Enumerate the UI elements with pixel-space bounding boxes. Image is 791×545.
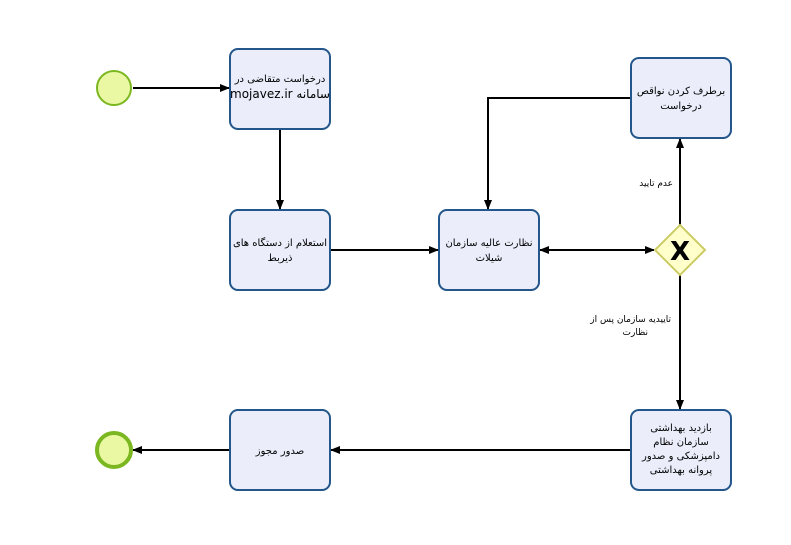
task-inquiry-related-agencies[interactable]: استعلام از دستگاه های ذیربط [229, 209, 331, 291]
task-request-line2: mojavez.ir سامانه [230, 87, 330, 101]
task-fix-request-defects[interactable]: برطرف کردن نواقص درخواست [630, 57, 732, 139]
task-health-visit-line4: پروانه بهداشتی [650, 465, 713, 476]
edge-label-reject-text: عدم تایید [639, 179, 673, 189]
end-event[interactable] [95, 431, 133, 469]
gateway-x-icon: X [670, 237, 690, 267]
edge-label-approve: تاییدیه سازمان پس از نظارت [589, 315, 671, 338]
task-inquiry-line1: استعلام از دستگاه های [233, 237, 327, 249]
task-issue-permit[interactable]: صدور مجوز [229, 409, 331, 491]
task-fix-defects-line2: درخواست [660, 101, 702, 112]
task-applicant-request[interactable]: درخواست متقاضی در mojavez.ir سامانه [229, 48, 331, 130]
task-request-line1: درخواست متقاضی در [234, 74, 326, 85]
task-health-visit-line2: سازمان نظام [653, 437, 708, 448]
task-health-visit-line3: دامپزشکی و صدور [641, 451, 720, 462]
task-inquiry-line2: ذیربط [267, 253, 292, 264]
task-supervision-line1: نظارت عالیه سازمان [445, 238, 532, 249]
exclusive-gateway[interactable]: X [653, 223, 707, 277]
edge-label-approve-line2: نظارت [623, 328, 648, 338]
task-fix-defects-line1: برطرف کردن نواقص [637, 86, 725, 97]
flow-fix-defects-to-supervision [484, 97, 630, 210]
task-issue-permit-line1: صدور مجوز [255, 446, 304, 457]
start-event[interactable] [96, 70, 132, 106]
edge-label-reject: عدم تایید [639, 179, 673, 189]
task-supervision-line2: شیلات [476, 253, 503, 264]
task-fisheries-supervision[interactable]: نظارت عالیه سازمان شیلات [438, 209, 540, 291]
task-health-visit-line1: بازدید بهداشتی [650, 423, 711, 434]
task-health-inspection[interactable]: بازدید بهداشتی سازمان نظام دامپزشکی و صد… [630, 409, 732, 491]
edge-label-approve-line1: تاییدیه سازمان پس از [589, 315, 671, 325]
